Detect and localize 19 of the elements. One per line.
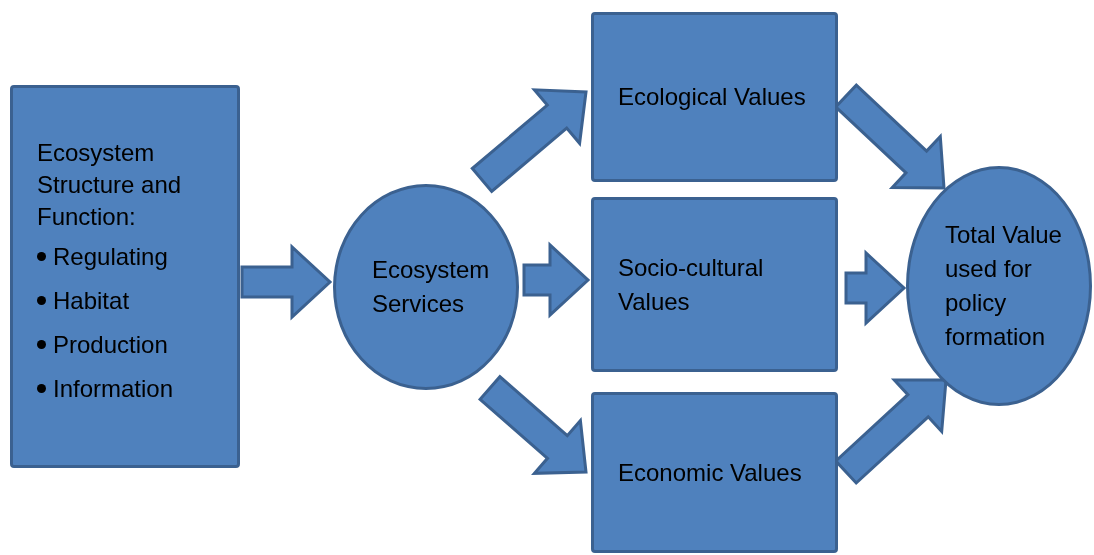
bullet-item: Information <box>37 372 229 405</box>
block-arrow <box>240 243 333 321</box>
process-box <box>10 85 240 468</box>
node-label: Total Value used for policy formation <box>945 220 1063 352</box>
node-label: Economic Values <box>618 457 803 488</box>
value-box <box>591 12 838 182</box>
block-arrow <box>522 241 591 319</box>
value-box <box>591 197 838 372</box>
block-arrow <box>478 374 588 475</box>
bullet-item: Regulating <box>37 240 229 273</box>
node-label: Ecological Values <box>618 82 807 112</box>
box-heading: Ecosystem Structure and Function: <box>37 137 183 232</box>
bullet-item: Production <box>37 328 229 361</box>
value-box <box>591 392 838 553</box>
bullet-item: Habitat <box>37 284 229 317</box>
node-label: Socio-cultural Values <box>618 252 765 317</box>
block-arrow <box>844 249 907 327</box>
block-arrow <box>470 88 588 194</box>
node-label: Ecosystem Services <box>372 255 491 319</box>
